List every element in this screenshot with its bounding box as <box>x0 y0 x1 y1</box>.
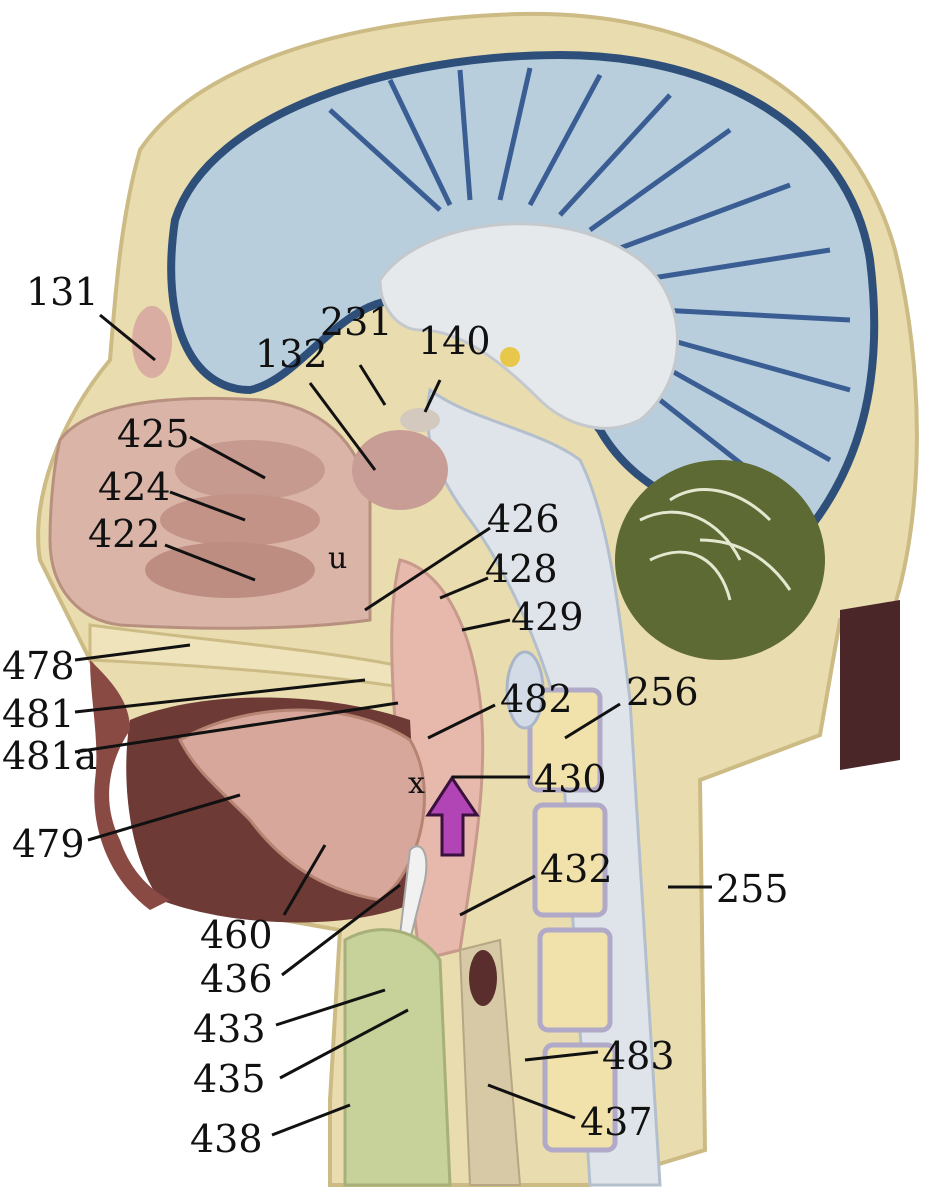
label-437: 437 <box>580 1100 653 1144</box>
posterior-neck <box>840 600 900 770</box>
lips <box>90 660 170 910</box>
label-140: 140 <box>418 319 491 363</box>
label-430: 430 <box>534 757 607 801</box>
middle-concha <box>160 494 320 546</box>
label-481: 481 <box>2 692 75 736</box>
label-435: 435 <box>193 1057 266 1101</box>
cerebellar-folia <box>639 488 792 601</box>
label-425: 425 <box>117 412 190 456</box>
label-131: 131 <box>26 270 99 314</box>
label-256: 256 <box>626 670 699 714</box>
label-438: 438 <box>190 1117 263 1161</box>
label-429: 429 <box>511 595 584 639</box>
label-x: x <box>408 766 425 801</box>
leader-lines <box>74 313 712 1137</box>
cricoid-dark <box>469 950 497 1006</box>
label-132: 132 <box>255 332 328 376</box>
tongue <box>178 708 426 902</box>
cervical-vertebrae <box>527 687 618 1153</box>
label-479: 479 <box>12 822 85 866</box>
label-432: 432 <box>540 847 613 891</box>
sphenoid-sinus <box>352 430 448 510</box>
esophagus <box>458 938 522 1186</box>
epiglottis <box>398 845 428 942</box>
frontal-sinus <box>132 306 172 378</box>
corpus-callosum <box>378 222 679 430</box>
pituitary <box>400 408 440 432</box>
label-460: 460 <box>200 913 273 957</box>
pineal-dot <box>500 347 520 367</box>
label-u: u <box>328 541 348 576</box>
label-428: 428 <box>485 547 558 591</box>
up-arrow-icon <box>425 775 480 857</box>
label-433: 433 <box>193 1007 266 1051</box>
larynx-trachea <box>343 928 452 1187</box>
label-483: 483 <box>602 1034 675 1078</box>
cerebral-gyri <box>328 67 851 512</box>
anterior-arch-atlas <box>505 650 545 730</box>
label-436: 436 <box>200 957 273 1001</box>
label-422: 422 <box>88 512 161 556</box>
label-482: 482 <box>500 677 573 721</box>
label-231: 231 <box>320 300 393 344</box>
label-426: 426 <box>487 497 560 541</box>
cerebellum <box>615 460 825 660</box>
label-478: 478 <box>2 644 75 688</box>
label-255: 255 <box>716 867 789 911</box>
label-481a: 481a <box>2 734 98 778</box>
label-424: 424 <box>98 465 171 509</box>
